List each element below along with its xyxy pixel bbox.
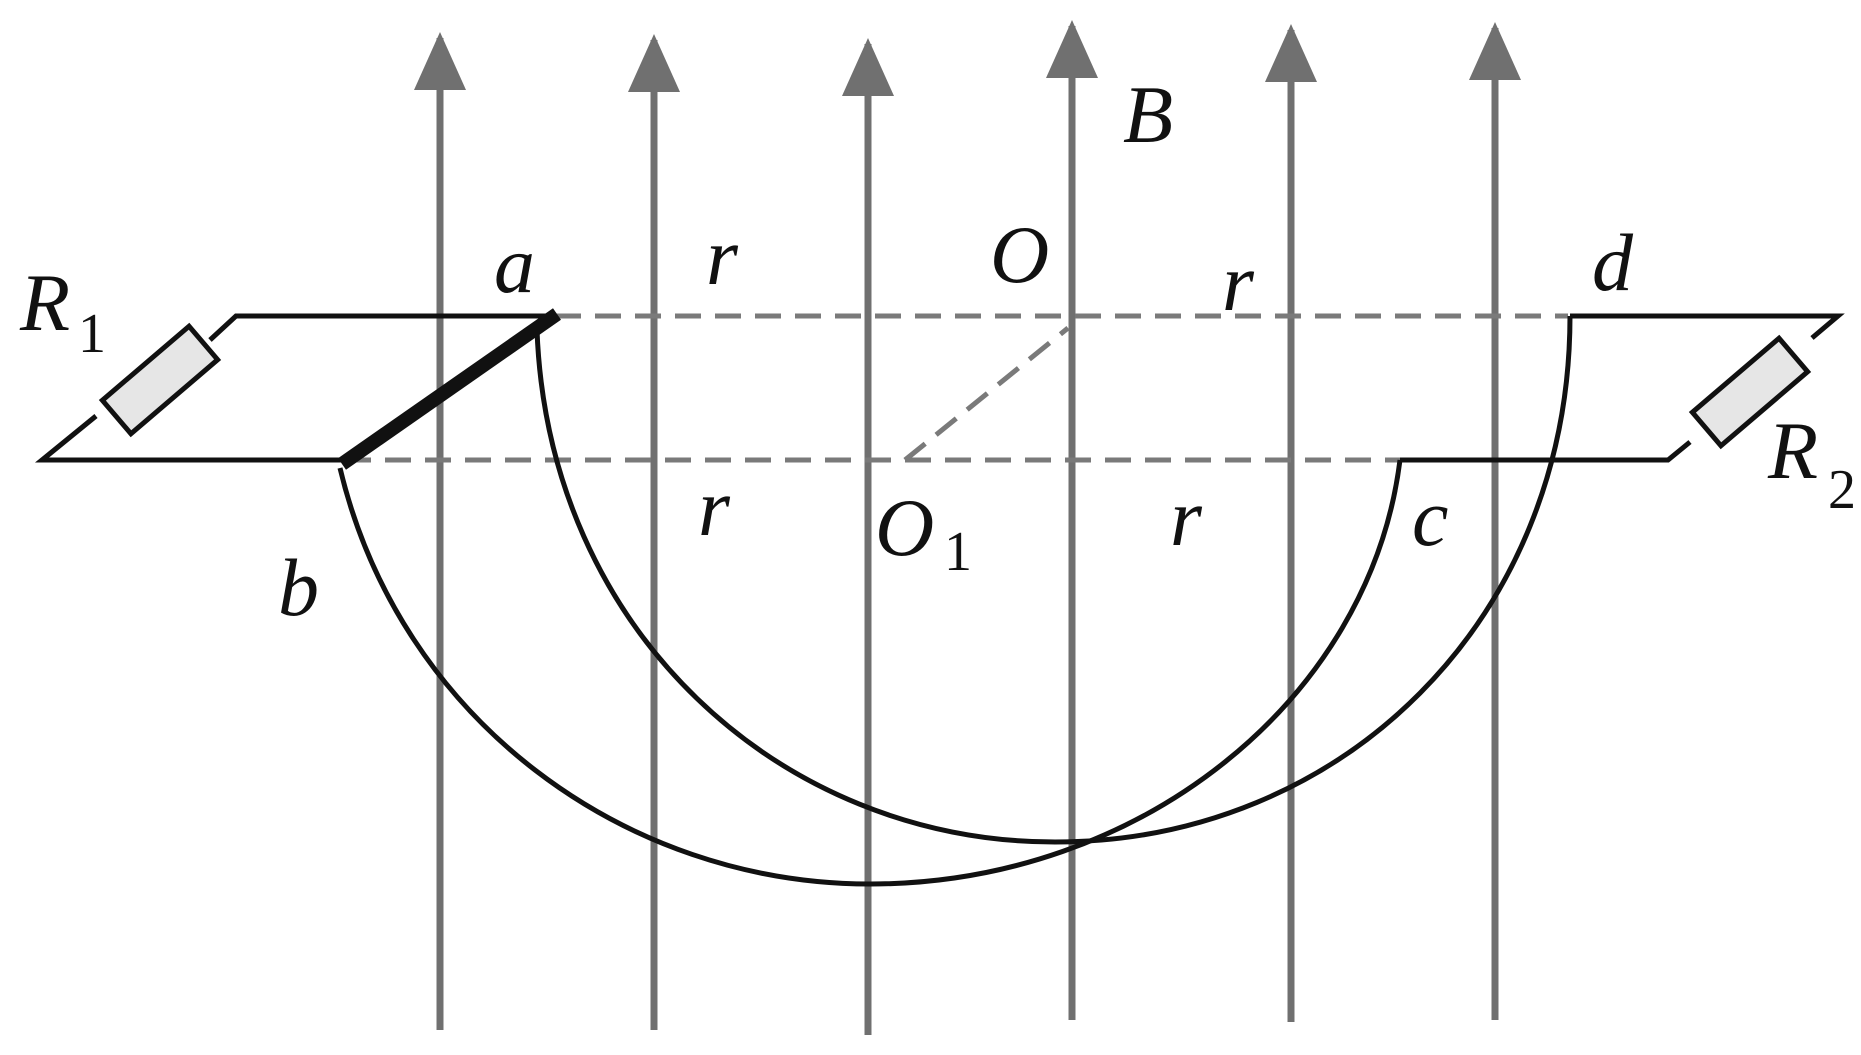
magnetic-field-lines [414,20,1521,1035]
point-d-label: d [1592,217,1634,308]
circuit [34,313,1845,887]
point-a-label: a [494,219,535,310]
resistor-r2-label: R [1767,405,1818,496]
resistor-r1-body [98,322,222,438]
semicircle-ad [534,315,1573,845]
radius-label-bottom-right: r [1170,472,1203,563]
left-bottom-rail [34,414,345,463]
left-top-rail [208,313,555,342]
center-o-label: O [990,209,1049,300]
right-top-rail [1570,313,1845,340]
center-o1-label: O [875,482,934,573]
resistor-r2-subscript: 2 [1828,459,1856,521]
field-arrowhead-1 [414,32,466,90]
point-b-label: b [278,542,319,633]
radius-label-bottom-left: r [698,462,731,553]
radius-label-top-left: r [706,211,739,302]
dashed-center-connector [903,326,1070,462]
field-arrowhead-3 [842,38,894,96]
field-arrowhead-2 [628,34,680,92]
resistor-r2-body [1688,334,1812,450]
center-o1-subscript: 1 [944,521,972,583]
semicircle-bc [337,459,1403,887]
radius-label-top-right: r [1222,237,1255,328]
right-bottom-rail [1400,440,1692,463]
field-arrowhead-5 [1265,24,1317,82]
conducting-rod-ab [337,308,562,470]
field-arrowhead-6 [1469,22,1521,80]
dashed-lines [345,313,1568,463]
resistor-r1-subscript: 1 [78,303,106,365]
resistor-r1-label: R [19,257,70,348]
point-c-label: c [1412,472,1448,563]
resistor-r2 [1688,334,1812,450]
field-arrowhead-4 [1046,20,1098,78]
field-label: B [1123,69,1173,160]
resistor-r1 [98,322,222,438]
